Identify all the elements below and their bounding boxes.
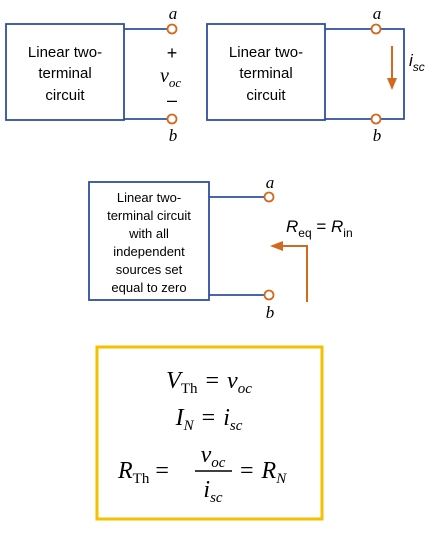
equation-rth: RTh= voc isc =RN	[117, 442, 287, 506]
circuit1-voc-label: voc	[160, 65, 181, 90]
equations-panel: VTh=voc IN=isc RTh= voc isc =RN	[95, 345, 324, 521]
circuit3-label-line5: sources set	[116, 262, 183, 277]
circuit3-looking-in-arrowhead	[270, 241, 283, 251]
equation-in: IN=isc	[175, 405, 243, 434]
circuit3-label-line2: terminal circuit	[107, 208, 191, 223]
circuit1-label-a: a	[169, 4, 178, 23]
circuit2-isc-label: isc	[409, 51, 425, 74]
circuit1-label-line1: Linear two-	[28, 44, 102, 61]
circuit2-short-wire	[381, 28, 405, 120]
circuit2-box	[206, 23, 326, 121]
circuit3-terminal-a	[263, 191, 275, 203]
circuit-short-circuit: Linear two- terminal circuit a b isc	[206, 4, 425, 145]
circuit2-terminal-b	[370, 113, 382, 125]
circuit1-minus-sign: –	[167, 90, 177, 110]
circuit2-terminal-a	[370, 23, 382, 35]
circuit1-terminal-a	[166, 23, 178, 35]
circuit3-label-line4: independent	[113, 244, 185, 259]
circuit3-req-label: Req = Rin	[286, 217, 353, 240]
circuit3-terminal-b	[263, 289, 275, 301]
equation-rth-numerator: voc	[201, 442, 226, 471]
equations-border	[95, 345, 324, 521]
circuit1-plus-sign: +	[167, 43, 178, 63]
circuit3-label-line3: with all	[128, 226, 169, 241]
circuit3-label-a: a	[266, 173, 275, 192]
circuit2-current-arrowhead	[387, 78, 397, 90]
circuit3-looking-in-arrow	[281, 245, 308, 302]
circuit1-box	[5, 23, 125, 121]
circuit2-label-b: b	[373, 126, 382, 145]
circuit2-label-line1: Linear two-	[229, 44, 303, 61]
circuit2-label-line2: terminal	[239, 65, 292, 82]
circuit2-label-line3: circuit	[246, 87, 286, 104]
circuit1-label-line3: circuit	[45, 87, 85, 104]
circuit-equivalent-resistance: Linear two- terminal circuit with all in…	[88, 173, 353, 322]
circuit1-terminal-b	[166, 113, 178, 125]
equation-rth-lhs: RTh=	[117, 458, 169, 487]
circuit3-label-b: b	[266, 303, 275, 322]
circuit3-label-line6: equal to zero	[111, 280, 186, 295]
equation-rth-rhs: =RN	[240, 458, 287, 487]
circuit3-label-line1: Linear two-	[117, 190, 181, 205]
equation-vth: VTh=voc	[166, 368, 252, 397]
circuit-open-circuit: Linear two- terminal circuit a b + voc –	[5, 4, 181, 145]
circuit1-label-line2: terminal	[38, 65, 91, 82]
circuit3-box	[88, 181, 210, 301]
circuit2-label-a: a	[373, 4, 382, 23]
circuit1-label-b: b	[169, 126, 178, 145]
equation-rth-denominator: isc	[203, 477, 223, 506]
